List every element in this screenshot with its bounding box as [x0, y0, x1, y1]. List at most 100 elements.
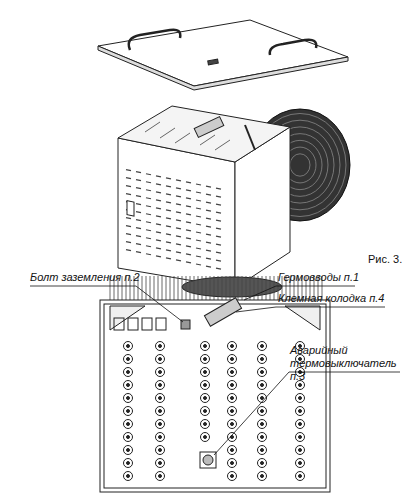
- terminal-hole: [124, 420, 133, 429]
- front-vents: [126, 170, 221, 269]
- vent-slot: [176, 252, 181, 253]
- vent-slot: [126, 250, 131, 251]
- fin: [266, 276, 267, 300]
- vent-slot: [156, 232, 161, 233]
- vent-slot: [206, 258, 211, 259]
- vent-slot: [206, 194, 211, 195]
- housing: [100, 300, 330, 492]
- terminal-rail: [245, 125, 255, 150]
- vent-slot: [166, 186, 171, 187]
- terminal-stud: [299, 475, 302, 478]
- fin: [242, 276, 243, 300]
- vent-slot: [166, 242, 171, 243]
- callout-label: Аварийный термовыключатель п.3: [290, 344, 412, 383]
- vent-slot: [206, 210, 211, 211]
- vent-slot: [216, 204, 221, 205]
- fin: [234, 276, 235, 300]
- terminal-hole: [228, 472, 237, 481]
- terminal-hole: [201, 394, 210, 403]
- vent-slot: [166, 178, 171, 179]
- lid-latch: [208, 59, 219, 65]
- terminal-hole: [156, 459, 165, 468]
- vent-slot: [156, 200, 161, 201]
- vent-slot: [166, 250, 171, 251]
- vent-slot: [146, 238, 151, 239]
- vent-slot: [146, 254, 151, 255]
- terminal-hole: [296, 420, 305, 429]
- vent-slot: [206, 186, 211, 187]
- terminal-hole: [156, 420, 165, 429]
- terminal-hole: [124, 472, 133, 481]
- fin: [146, 276, 147, 300]
- terminal-hole: [201, 342, 210, 351]
- terminal-stud: [261, 371, 264, 374]
- terminal-hole: [124, 381, 133, 390]
- vent-slot: [136, 172, 141, 173]
- terminal-stud: [231, 345, 234, 348]
- vent-slot: [196, 248, 201, 249]
- vent-slot: [206, 266, 211, 267]
- terminal-hole: [156, 394, 165, 403]
- vent-slot: [186, 190, 191, 191]
- vent-slot: [136, 220, 141, 221]
- terminal-hole: [201, 407, 210, 416]
- terminal-stud: [159, 397, 162, 400]
- terminal-hole: [228, 355, 237, 364]
- terminal-stud: [261, 475, 264, 478]
- fin: [258, 276, 259, 300]
- terminal-hole: [156, 368, 165, 377]
- terminal-stud: [127, 436, 130, 439]
- vent-slot: [176, 204, 181, 205]
- nameplate: [127, 201, 134, 216]
- terminal-hole: [228, 433, 237, 442]
- fin: [246, 276, 247, 300]
- vent-slot: [126, 186, 131, 187]
- terminal-hole: [124, 433, 133, 442]
- top-view: [30, 276, 400, 492]
- lid-handle: [270, 40, 317, 55]
- lid-edge: [98, 46, 348, 90]
- terminal-stud: [231, 397, 234, 400]
- terminal-hole: [296, 472, 305, 481]
- vent-slot: [216, 220, 221, 221]
- terminal-stud: [127, 462, 130, 465]
- vent-slot: [126, 242, 131, 243]
- terminal-stud: [231, 410, 234, 413]
- vent-slot: [126, 226, 131, 227]
- vent-slot: [156, 216, 161, 217]
- vent-slot: [206, 218, 211, 219]
- fin: [226, 276, 227, 300]
- vent-slot: [156, 208, 161, 209]
- vent-slot: [196, 264, 201, 265]
- vent-slot: [136, 252, 141, 253]
- terminal-hole: [258, 381, 267, 390]
- fin: [230, 276, 231, 300]
- lid: [98, 20, 348, 86]
- vent-slot: [166, 226, 171, 227]
- terminal-stud: [127, 397, 130, 400]
- figure-caption: Рис. 3.: [368, 253, 416, 266]
- terminal-stud: [299, 384, 302, 387]
- vent-slot: [196, 216, 201, 217]
- vent-slot: [166, 194, 171, 195]
- vent-slot: [206, 202, 211, 203]
- vent-slot: [146, 198, 151, 199]
- vent-slot: [176, 188, 181, 189]
- terminal-hole: [296, 446, 305, 455]
- terminal-stud: [127, 475, 130, 478]
- terminal-stud: [127, 358, 130, 361]
- terminal-stud: [204, 384, 207, 387]
- fin: [254, 276, 255, 300]
- vent-slot: [186, 206, 191, 207]
- terminal-stud: [231, 358, 234, 361]
- terminal-hole: [156, 355, 165, 364]
- vent-slot: [186, 262, 191, 263]
- terminal-stud: [299, 397, 302, 400]
- callout-label: Гермовводы п.1: [278, 271, 378, 284]
- vent-slot: [146, 214, 151, 215]
- terminal-stud: [261, 462, 264, 465]
- fin: [250, 276, 251, 300]
- terminal-hole: [124, 394, 133, 403]
